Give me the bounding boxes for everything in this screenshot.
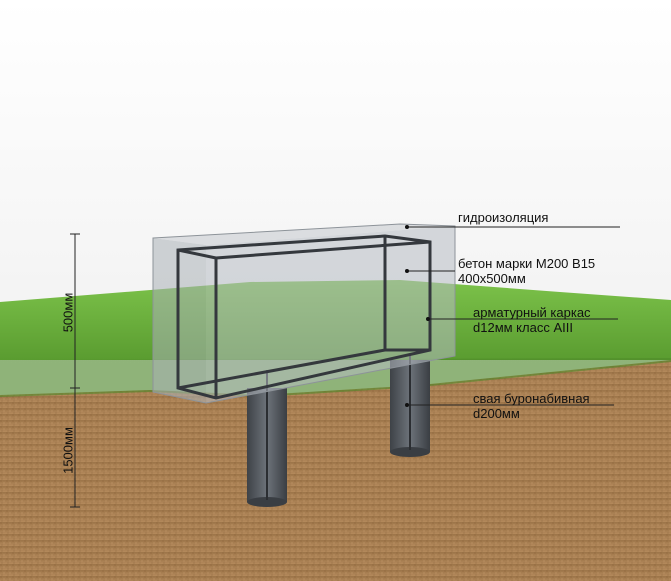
pile-title-text: свая буронабивная	[473, 391, 590, 406]
dimension-lower-label: 1500мм	[60, 427, 76, 474]
soil-ground	[0, 360, 671, 581]
leader-lines	[407, 226, 620, 406]
pile-diameter-text: d200мм	[473, 406, 520, 421]
rebar-cage	[176, 234, 432, 400]
waterproofing-label: гидроизоляция	[458, 210, 548, 225]
concrete-size-text: 400х500мм	[458, 271, 526, 286]
pile-label: свая буронабивная d200мм	[473, 391, 590, 421]
grillage-outline	[152, 223, 456, 404]
dimension-upper-label: 500мм	[60, 292, 76, 333]
dimension-line	[70, 233, 80, 508]
grillage-top-face	[153, 224, 455, 245]
rebar-label: арматурный каркас d12мм класс АIII	[473, 305, 591, 335]
rebar-spec-text: d12мм класс АIII	[473, 320, 573, 335]
rebar-title-text: арматурный каркас	[473, 305, 591, 320]
left-pile-bottom	[247, 497, 287, 507]
waterproofing-text: гидроизоляция	[458, 210, 549, 225]
concrete-label: бетон марки М200 В15 400х500мм	[458, 256, 595, 286]
leader-dots	[405, 225, 430, 407]
right-pile-bottom	[390, 447, 430, 457]
concrete-grade-text: бетон марки М200 В15	[458, 256, 596, 271]
